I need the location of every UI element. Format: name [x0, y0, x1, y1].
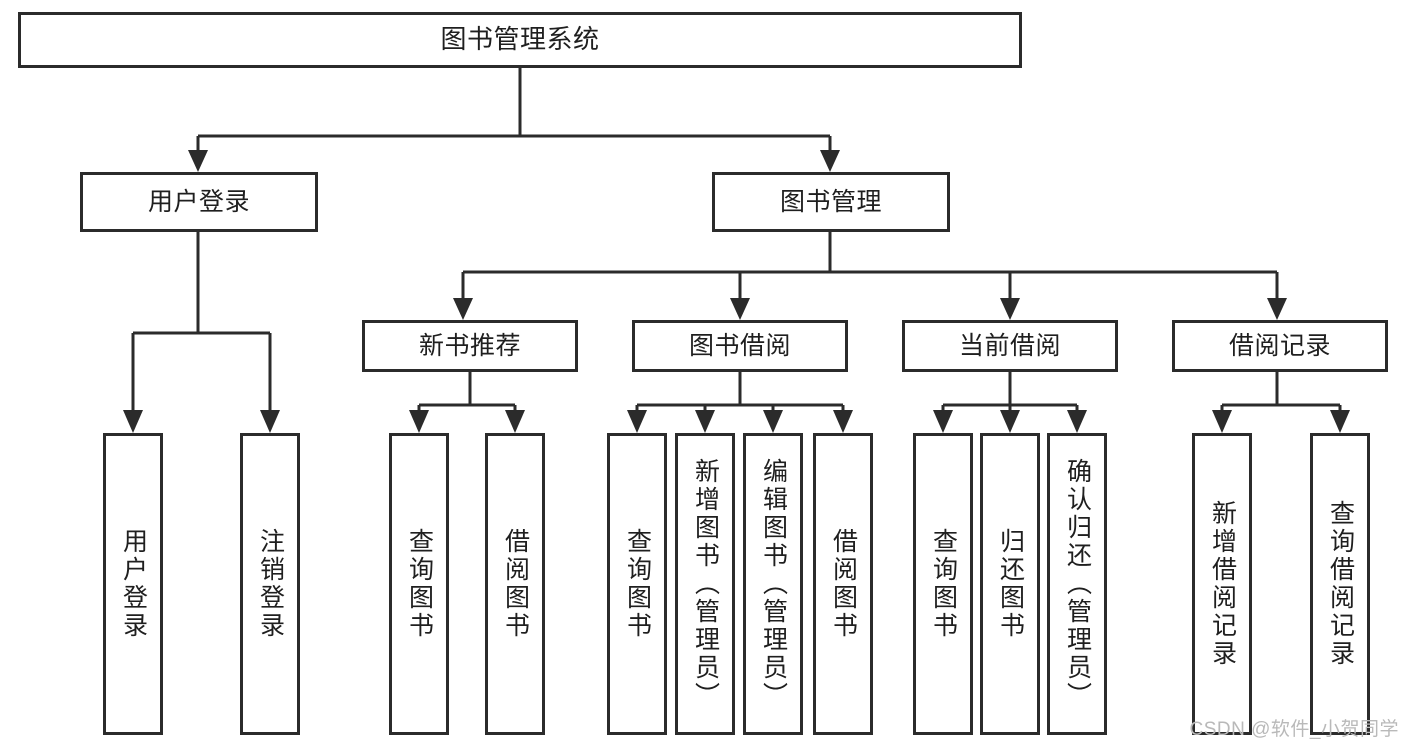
node-user-login[interactable]: 用户登录	[80, 172, 318, 232]
node-leaf-query-book-c-label: 查询图书	[929, 528, 958, 640]
node-leaf-confirm-return-label: 确认归还（管理员）	[1063, 458, 1092, 710]
node-leaf-logout-label: 注销登录	[256, 528, 285, 640]
csdn-watermark: CSDN @软件_小贺同学	[1189, 719, 1399, 740]
node-leaf-add-record[interactable]: 新增借阅记录	[1192, 433, 1252, 735]
node-leaf-query-book-b-label: 查询图书	[623, 528, 652, 640]
node-leaf-add-record-label: 新增借阅记录	[1208, 500, 1237, 668]
node-new-book-recommend-label: 新书推荐	[418, 332, 521, 360]
node-leaf-borrow-book-a-label: 借阅图书	[501, 528, 530, 640]
node-leaf-edit-book[interactable]: 编辑图书（管理员）	[743, 433, 803, 735]
node-leaf-borrow-book-b-label: 借阅图书	[829, 528, 858, 640]
node-leaf-query-book-a-label: 查询图书	[405, 528, 434, 640]
node-leaf-user-login-label: 用户登录	[119, 528, 148, 640]
node-book-manage-label: 图书管理	[779, 188, 882, 216]
node-leaf-query-book-b[interactable]: 查询图书	[607, 433, 667, 735]
node-leaf-query-record-label: 查询借阅记录	[1326, 500, 1355, 668]
node-borrow-record[interactable]: 借阅记录	[1172, 320, 1388, 372]
node-leaf-user-login[interactable]: 用户登录	[103, 433, 163, 735]
node-leaf-logout[interactable]: 注销登录	[240, 433, 300, 735]
node-leaf-confirm-return[interactable]: 确认归还（管理员）	[1047, 433, 1107, 735]
node-book-manage[interactable]: 图书管理	[712, 172, 950, 232]
node-leaf-query-book-c[interactable]: 查询图书	[913, 433, 973, 735]
node-leaf-query-record[interactable]: 查询借阅记录	[1310, 433, 1370, 735]
node-leaf-return-book-label: 归还图书	[996, 528, 1025, 640]
node-book-borrow[interactable]: 图书借阅	[632, 320, 848, 372]
node-leaf-query-book-a[interactable]: 查询图书	[389, 433, 449, 735]
node-leaf-return-book[interactable]: 归还图书	[980, 433, 1040, 735]
node-user-login-label: 用户登录	[147, 188, 250, 216]
node-root-label: 图书管理系统	[440, 24, 600, 55]
node-leaf-add-book-label: 新增图书（管理员）	[691, 458, 720, 710]
node-book-borrow-label: 图书借阅	[688, 332, 791, 360]
node-leaf-borrow-book-b[interactable]: 借阅图书	[813, 433, 873, 735]
node-borrow-record-label: 借阅记录	[1228, 332, 1331, 360]
node-leaf-add-book[interactable]: 新增图书（管理员）	[675, 433, 735, 735]
node-leaf-edit-book-label: 编辑图书（管理员）	[759, 458, 788, 710]
node-current-borrow-label: 当前借阅	[958, 332, 1061, 360]
node-current-borrow[interactable]: 当前借阅	[902, 320, 1118, 372]
node-new-book-recommend[interactable]: 新书推荐	[362, 320, 578, 372]
node-leaf-borrow-book-a[interactable]: 借阅图书	[485, 433, 545, 735]
node-root[interactable]: 图书管理系统	[18, 12, 1022, 68]
